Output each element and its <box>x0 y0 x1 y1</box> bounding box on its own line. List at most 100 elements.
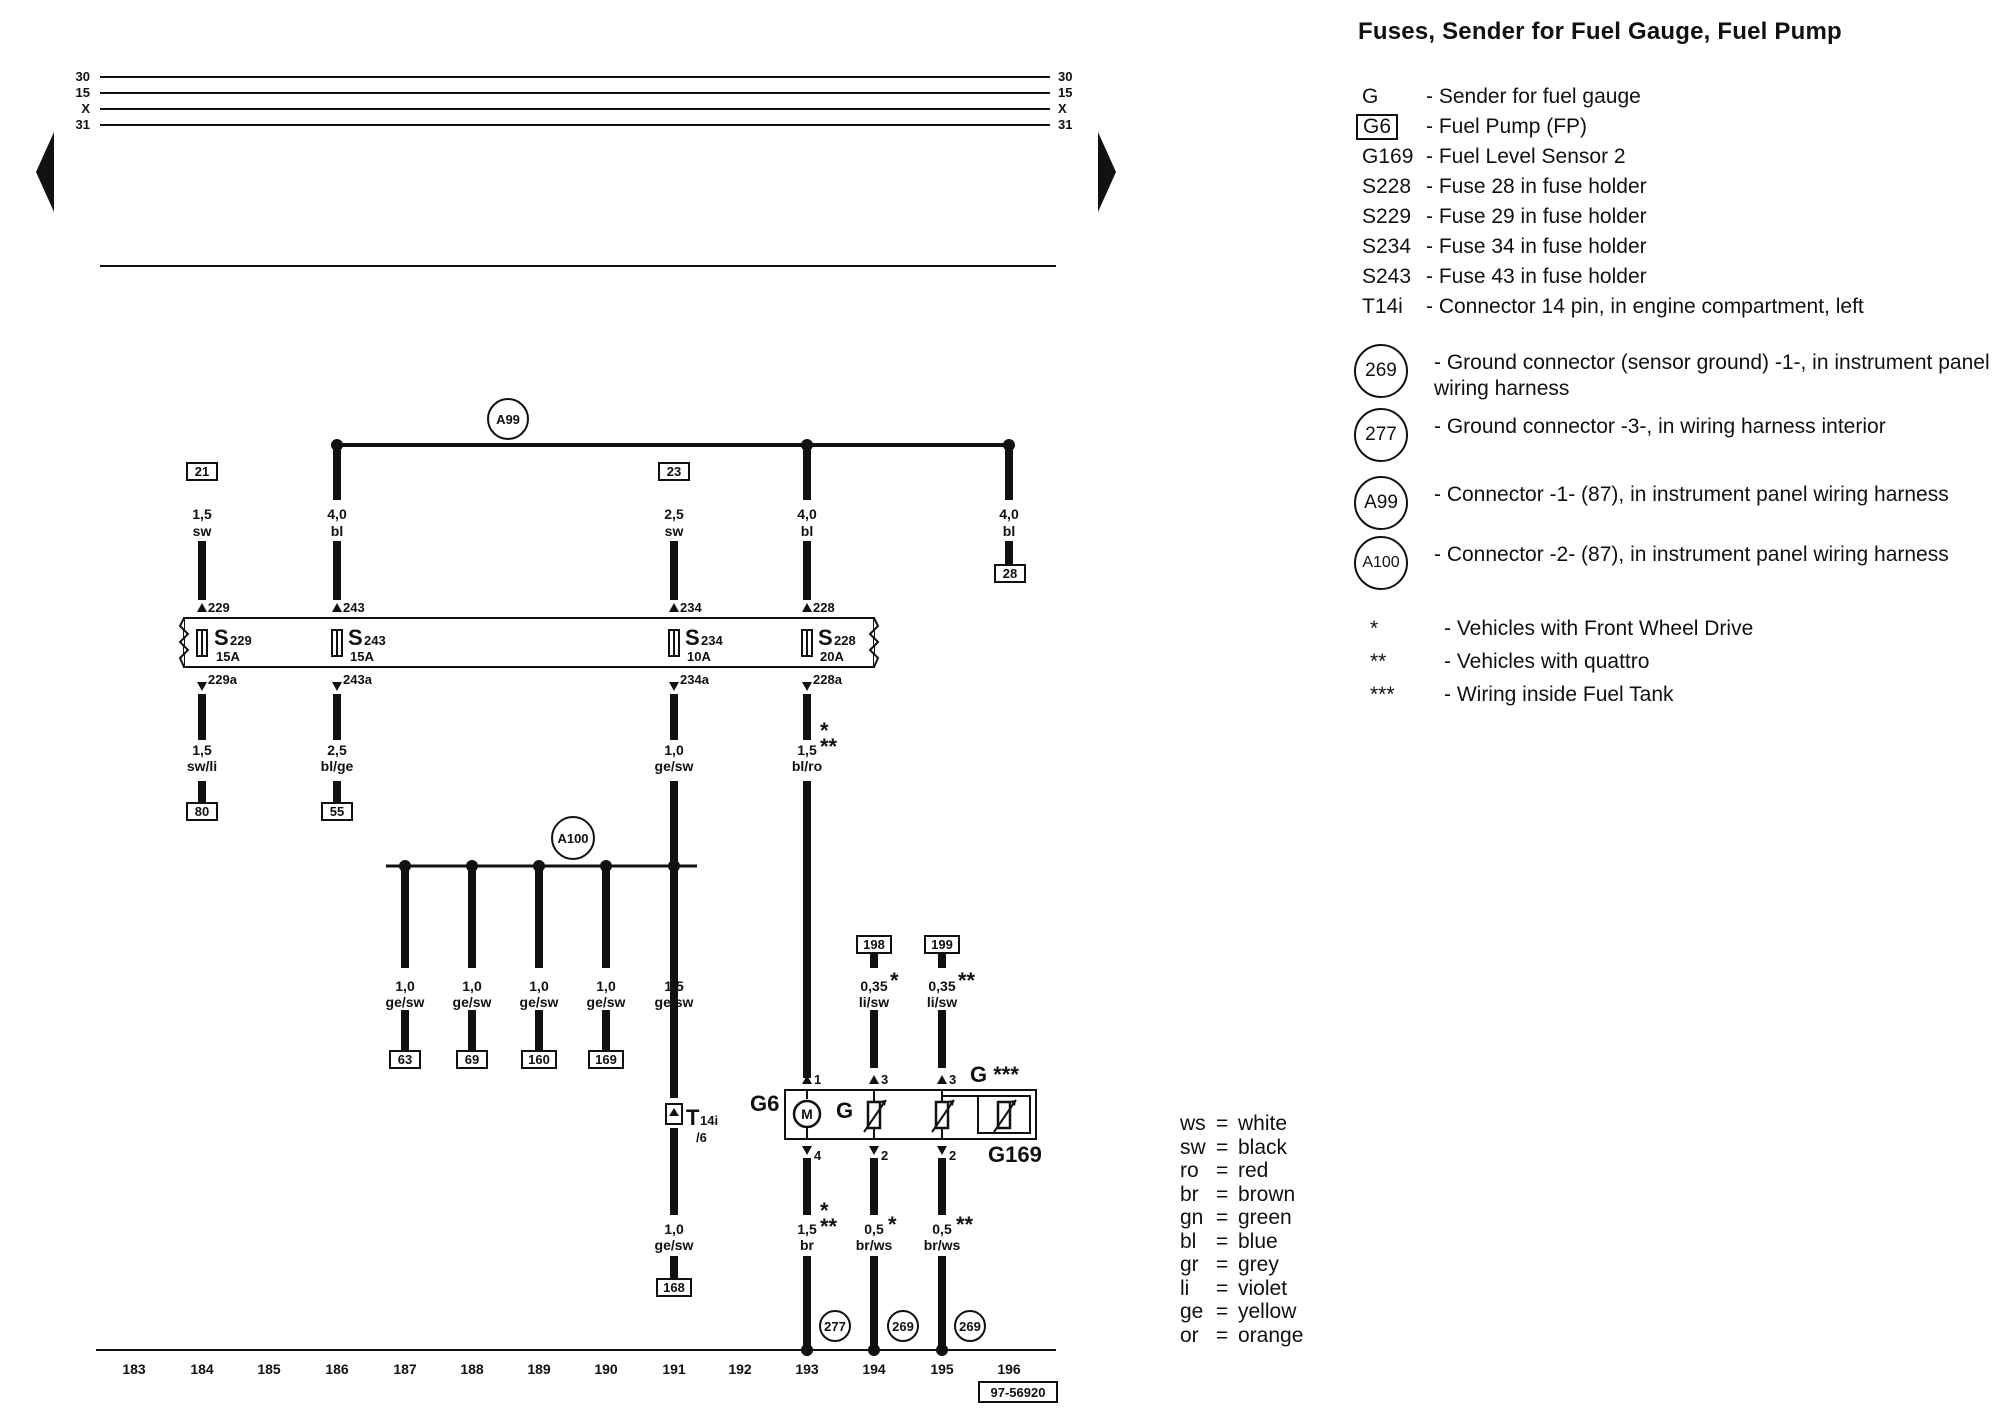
legend-row: S234 - Fuse 34 in fuse holder <box>1354 234 1994 260</box>
fuse-holder <box>178 617 880 668</box>
wire-234a-color: ge/sw <box>655 758 694 774</box>
legend-desc: - Sender for fuel gauge <box>1426 85 1641 108</box>
fuel-gauge-sender-icon <box>863 1090 887 1139</box>
fuse-s234-rating: 10A <box>687 649 711 664</box>
column-194: 194 <box>862 1361 886 1377</box>
top-ref-21[interactable]: 21 <box>186 462 218 481</box>
ref-160[interactable]: 160 <box>521 1050 557 1069</box>
fuse-s234[interactable]: S 234 10A <box>685 625 723 664</box>
pin-228: 228 <box>813 600 835 615</box>
ground-269-a-label: 269 <box>892 1319 914 1334</box>
wire-t14i-in-color: ge/sw <box>655 994 694 1010</box>
wire-243-color: bl <box>331 523 343 539</box>
pin-2-sensor: 2 <box>949 1148 956 1163</box>
color-code: ro <box>1180 1159 1199 1182</box>
ref-80[interactable]: 80 <box>186 802 218 821</box>
legend-desc: - Fuse 28 in fuse holder <box>1426 175 1647 198</box>
pin-234: 234 <box>680 600 702 615</box>
drawing-number: 97-56920 <box>978 1381 1058 1403</box>
top-ref-28-label: 28 <box>1003 566 1017 581</box>
color-code: li <box>1180 1276 1190 1300</box>
fuse-s229-rating: 15A <box>216 649 240 664</box>
legend-note-row: ** - Vehicles with quattro <box>1354 645 1994 678</box>
wire-t14i-in-size: 1,5 <box>664 978 684 994</box>
wire-243-size: 4,0 <box>327 506 347 522</box>
g169-label: G169 <box>988 1142 1042 1167</box>
color-name: violet <box>1238 1276 1288 1300</box>
color-code: sw <box>1180 1135 1206 1159</box>
wire-269a-size: 0,5 <box>864 1221 884 1237</box>
column-195: 195 <box>930 1361 954 1377</box>
lower-fuse-wires <box>198 694 811 1279</box>
ref-199-label: 199 <box>931 937 953 952</box>
sender-wires <box>870 953 946 1068</box>
wire-228a-color: bl/ro <box>792 758 822 774</box>
wire-269a-mark: * <box>888 1212 897 1237</box>
pin-243a: 243a <box>343 672 373 687</box>
pin-3-sender: 3 <box>881 1072 888 1087</box>
ref-63[interactable]: 63 <box>389 1050 421 1069</box>
pin-228a: 228a <box>813 672 843 687</box>
color-equals: = <box>1216 1300 1229 1323</box>
color-code: bl <box>1180 1229 1197 1253</box>
a100-wires <box>401 866 610 1051</box>
fuse-s229[interactable]: S 229 15A <box>214 625 252 664</box>
top-ref-23[interactable]: 23 <box>658 462 690 481</box>
next-page-arrow-icon[interactable] <box>1098 132 1116 212</box>
column-183: 183 <box>122 1361 146 1377</box>
ground-277-label: 277 <box>824 1319 846 1334</box>
legend-code: G <box>1362 85 1379 108</box>
wire-277-color: br <box>800 1237 815 1253</box>
color-equals: = <box>1216 1229 1229 1253</box>
ref-169[interactable]: 169 <box>588 1050 624 1069</box>
wire-28-color: bl <box>1003 523 1015 539</box>
bus-lines <box>100 76 1050 126</box>
legend-desc: - Fuse 29 in fuse holder <box>1426 205 1647 228</box>
wire-169-color: ge/sw <box>587 994 626 1010</box>
color-equals: = <box>1216 1323 1229 1347</box>
legend-row: S228 - Fuse 28 in fuse holder <box>1354 174 1994 200</box>
lower-fuse-wire-labels: 1,5 sw/li 2,5 bl/ge 1,0 ge/sw 1,5 bl/ro … <box>187 718 838 774</box>
color-row: or=orange <box>1180 1324 1303 1348</box>
legend-row: T14i - Connector 14 pin, in engine compa… <box>1354 294 1994 320</box>
ref-199[interactable]: 199 <box>924 935 960 954</box>
ref-55[interactable]: 55 <box>321 802 353 821</box>
column-187: 187 <box>393 1361 417 1377</box>
wire-color-legend: ws=white sw=black ro=red br=brown gn=gre… <box>1180 1112 1303 1347</box>
color-row: bl=blue <box>1180 1230 1303 1254</box>
top-ref-28[interactable]: 28 <box>994 564 1026 583</box>
fuse-s228[interactable]: S 228 20A <box>818 625 856 664</box>
color-code: ws <box>1180 1112 1206 1135</box>
wire-228-size: 4,0 <box>797 506 817 522</box>
ref-168[interactable]: 168 <box>656 1278 692 1297</box>
color-row: li=violet <box>1180 1277 1303 1301</box>
wire-229a-color: sw/li <box>187 758 217 774</box>
wire-168-size: 1,0 <box>664 1221 684 1237</box>
legend-row: S243 - Fuse 43 in fuse holder <box>1354 264 1994 290</box>
wire-269b-size: 0,5 <box>932 1221 952 1237</box>
color-name: yellow <box>1238 1300 1297 1323</box>
legend-row: S229 - Fuse 29 in fuse holder <box>1354 204 1994 230</box>
wire-28-size: 4,0 <box>999 506 1019 522</box>
ref-69[interactable]: 69 <box>456 1050 488 1069</box>
ref-169-label: 169 <box>595 1052 617 1067</box>
color-code: gn <box>1180 1206 1204 1229</box>
color-name: black <box>1238 1135 1288 1159</box>
fuse-s228-number: 228 <box>834 633 856 648</box>
wire-69-color: ge/sw <box>453 994 492 1010</box>
connector-t14i: T 14i /6 <box>665 1103 718 1145</box>
fuse-s228-rating: 20A <box>820 649 844 664</box>
sender-wire-labels: 0,35 li/sw * 0,35 li/sw ** <box>859 968 976 1010</box>
wire-228a-mark-fwd: * <box>820 718 829 743</box>
column-186: 186 <box>325 1361 349 1377</box>
wire-198-size: 0,35 <box>860 978 887 994</box>
ref-198[interactable]: 198 <box>856 935 892 954</box>
fuse-s243[interactable]: S 243 15A <box>348 625 386 664</box>
top-ref-23-label: 23 <box>667 464 681 479</box>
previous-page-arrow-icon[interactable] <box>36 132 54 212</box>
g-label: G <box>836 1098 853 1123</box>
t14i-name: T <box>686 1105 700 1130</box>
pin-2-sender: 2 <box>881 1148 888 1163</box>
g-tank-label: G *** <box>970 1062 1019 1087</box>
bus-labels-left: 30 15 X 31 <box>76 69 91 132</box>
